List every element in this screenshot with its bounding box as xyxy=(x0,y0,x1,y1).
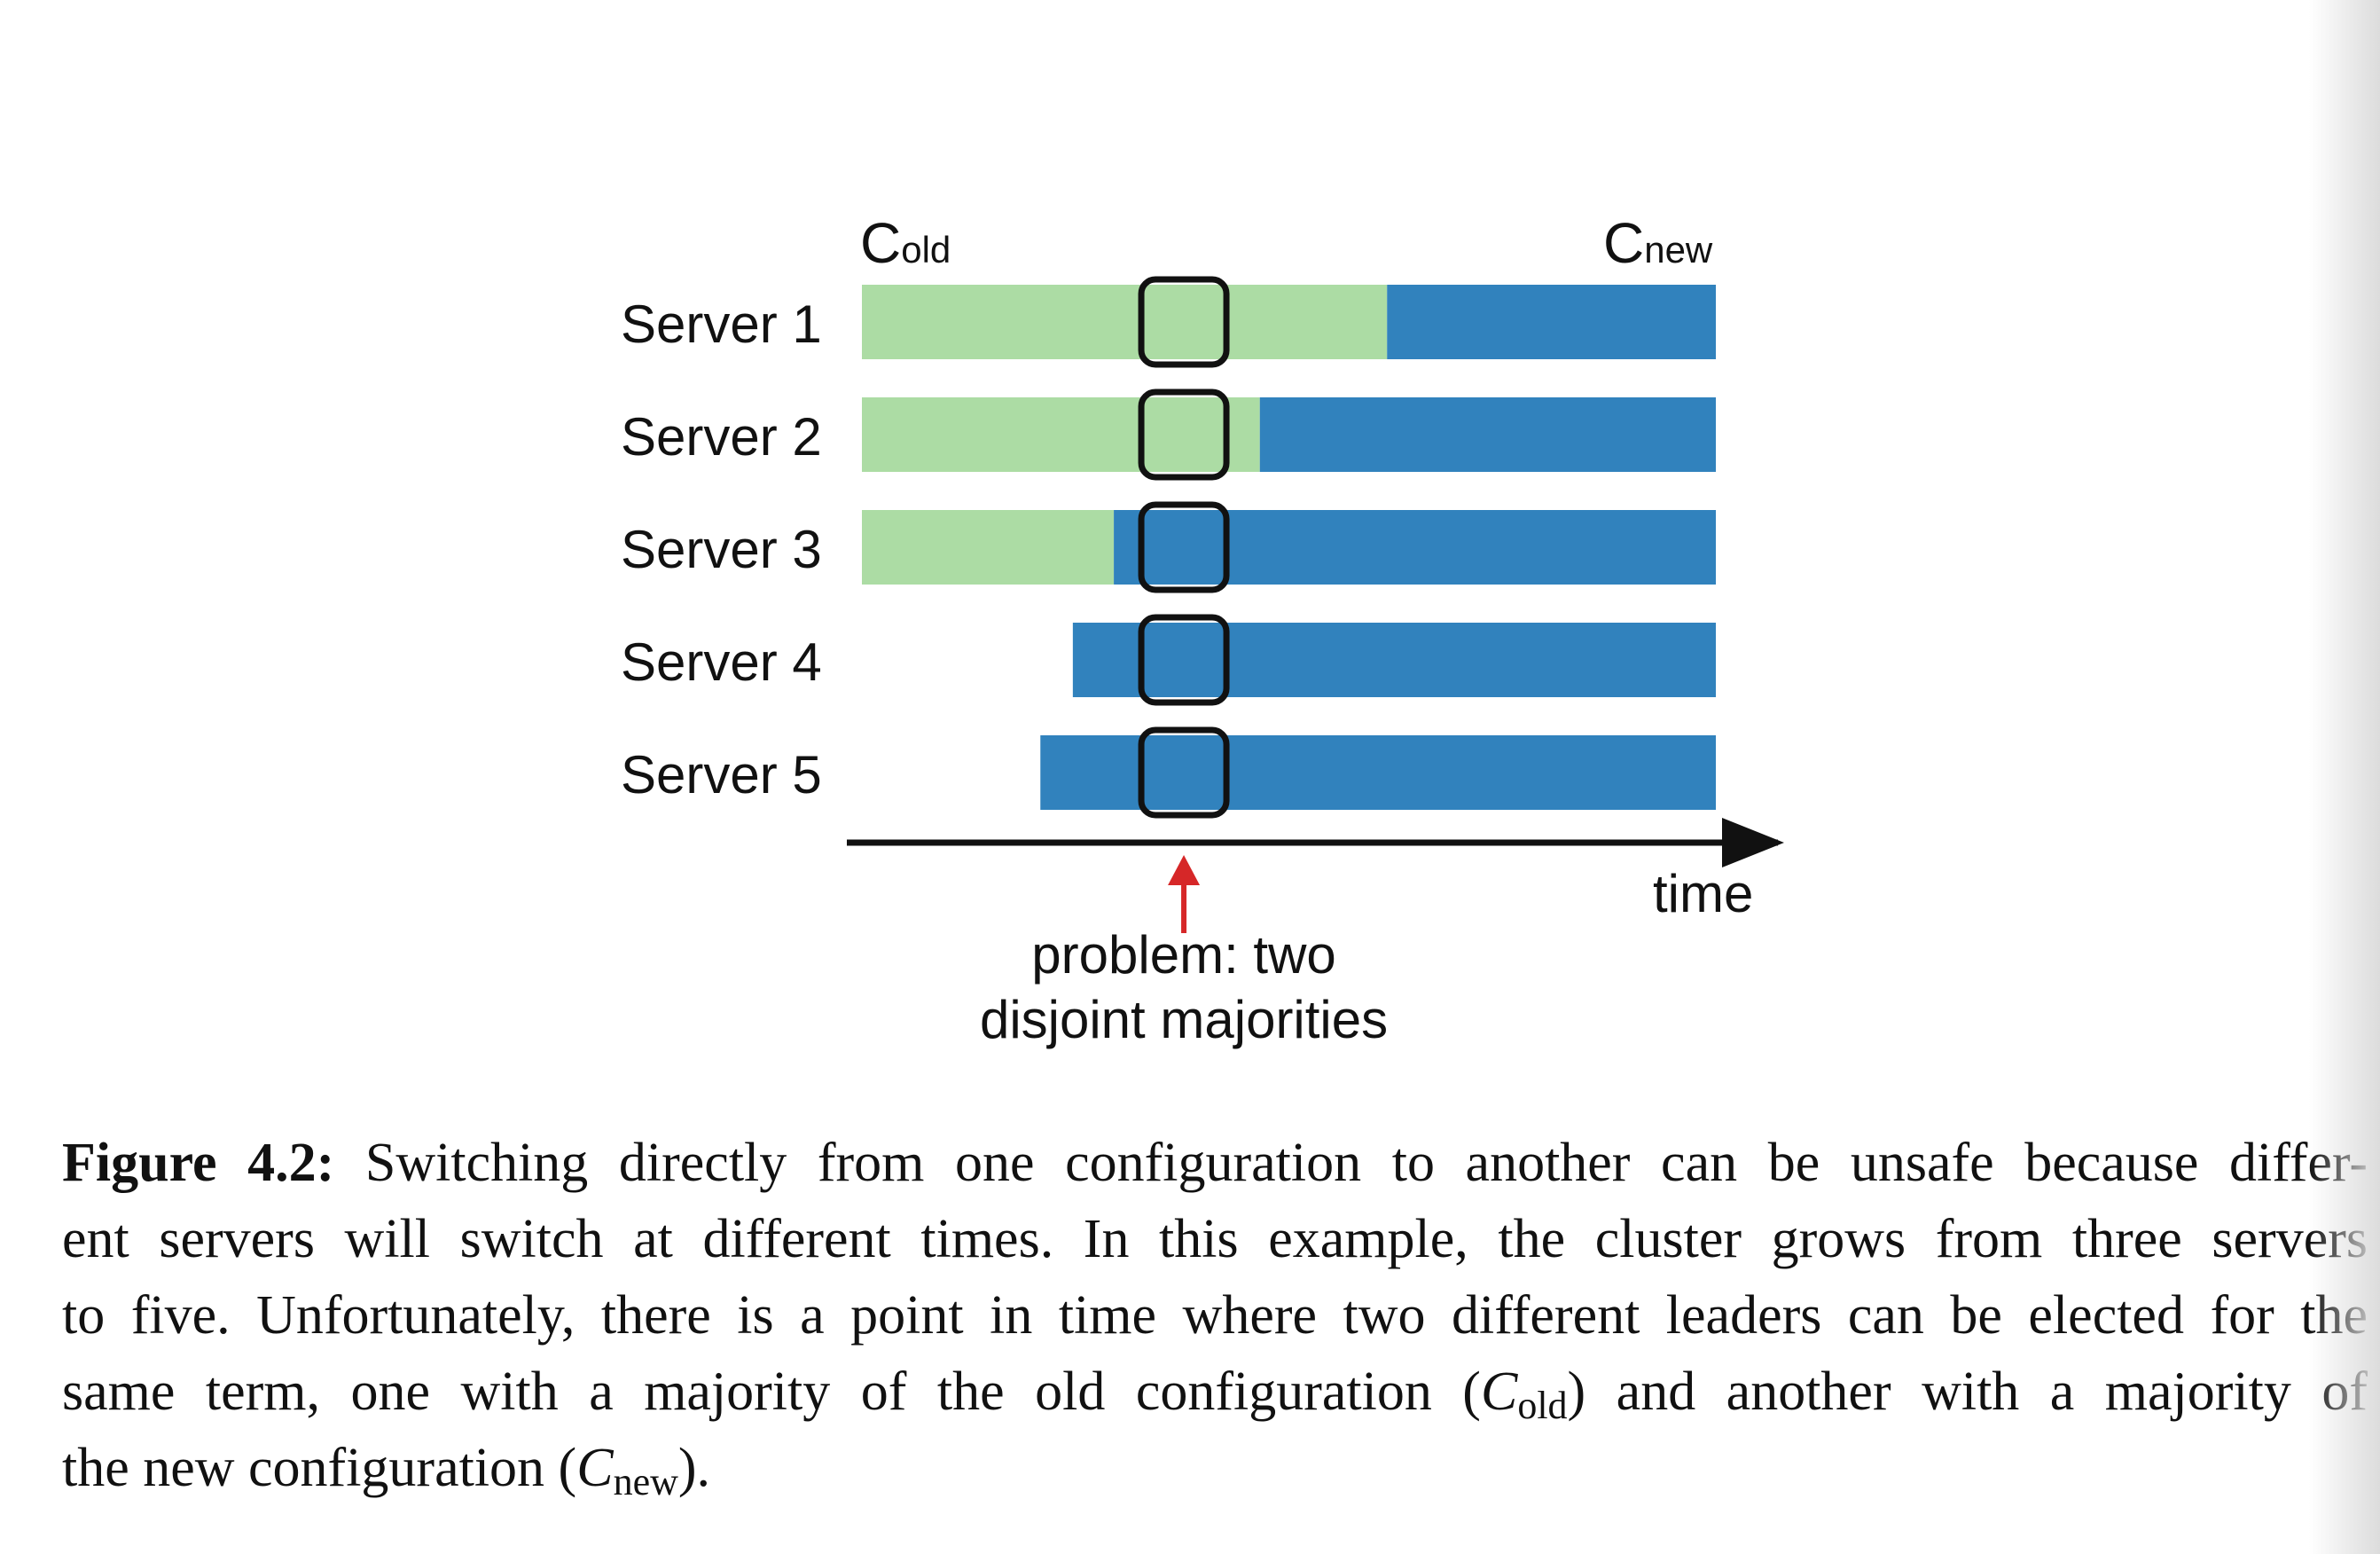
server-label: Server 1 xyxy=(621,294,822,354)
config-subscript: new xyxy=(613,1460,678,1503)
caption-text: Switching directly from one configuratio… xyxy=(364,1133,2368,1193)
old-config-bar xyxy=(862,510,1115,585)
new-config-bar xyxy=(1114,510,1716,585)
server-row: Server 3 xyxy=(621,510,1716,585)
server-label: Server 3 xyxy=(621,520,822,579)
server-rows: Server 1 Server 2 Server 3 Server 4 Serv… xyxy=(621,285,1716,810)
caption-text: same term, one with a majority of the ol… xyxy=(62,1362,1481,1422)
caption-line: the new configuration (Cnew). xyxy=(62,1430,2368,1506)
server-row: Server 4 xyxy=(621,623,1716,697)
server-row: Server 1 xyxy=(621,285,1716,359)
server-label: Server 5 xyxy=(621,745,822,804)
caption-text: ) and another with a majority of xyxy=(1567,1362,2368,1422)
config-symbol: C xyxy=(576,1438,614,1498)
caption-line: same term, one with a majority of the ol… xyxy=(62,1354,2368,1430)
highlight-box xyxy=(1138,276,1230,368)
config-symbol: C xyxy=(1480,1362,1518,1422)
caption-line: ent servers will switch at different tim… xyxy=(62,1209,2368,1269)
caption-line: Figure 4.2: Switching directly from one … xyxy=(62,1125,2368,1201)
highlight-box xyxy=(1138,614,1230,706)
new-config-bar xyxy=(1040,735,1716,810)
problem-annotation-line2: disjoint majorities xyxy=(980,990,1388,1049)
caption-text: ). xyxy=(677,1438,711,1498)
page-edge-shadow xyxy=(2309,0,2380,1554)
highlight-box xyxy=(1138,501,1230,593)
config-new-label: Cnew xyxy=(1603,211,1713,275)
configuration-switch-diagram: Cold Cnew Server 1 Server 2 Server 3 Ser… xyxy=(621,211,1784,1049)
new-config-bar xyxy=(1387,285,1716,359)
server-row: Server 2 xyxy=(621,397,1716,472)
highlight-box xyxy=(1138,388,1230,481)
problem-arrow-head xyxy=(1168,855,1201,885)
figure-caption: Figure 4.2: Switching directly from one … xyxy=(62,1125,2368,1506)
time-axis-label: time xyxy=(1653,864,1753,923)
highlight-box xyxy=(1138,726,1230,819)
caption-line: to five. Unfortunately, there is a point… xyxy=(62,1285,2368,1346)
old-config-bar xyxy=(862,397,1260,472)
server-row: Server 5 xyxy=(621,735,1716,810)
server-label: Server 4 xyxy=(621,632,822,692)
config-subscript: old xyxy=(1517,1384,1568,1427)
new-config-bar xyxy=(1259,397,1716,472)
figure-label: Figure 4.2: xyxy=(62,1133,335,1193)
problem-arrow xyxy=(1168,855,1201,933)
config-old-label: Cold xyxy=(860,211,951,275)
caption-text: the new configuration ( xyxy=(62,1438,577,1498)
old-config-bar xyxy=(862,285,1388,359)
problem-annotation-line1: problem: two xyxy=(1031,925,1335,985)
new-config-bar xyxy=(1072,623,1716,697)
problem-highlight-boxes xyxy=(1138,276,1230,819)
server-label: Server 2 xyxy=(621,407,822,467)
